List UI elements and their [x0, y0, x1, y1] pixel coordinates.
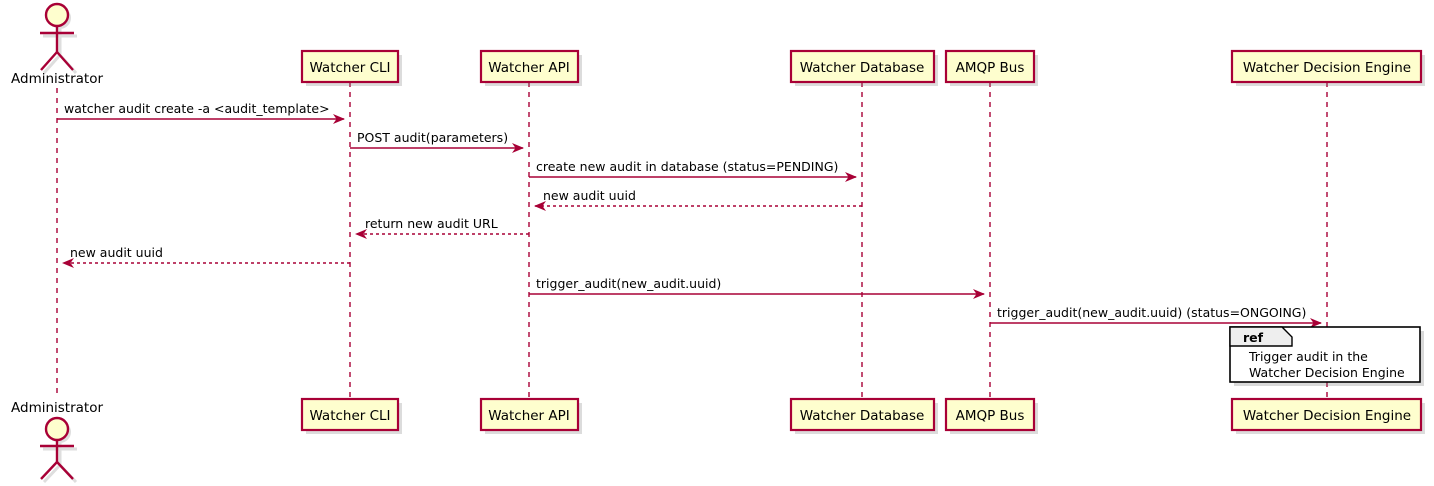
participant-box-watcher-cli-bottom[interactable]: Watcher CLI [300, 397, 402, 434]
participant-label-watcher-decision-engine-bottom: Watcher Decision Engine [1243, 408, 1411, 424]
participant-box-watcher-cli-top[interactable]: Watcher CLI [300, 49, 402, 86]
participant-label-watcher-database-bottom: Watcher Database [800, 408, 925, 424]
message-5-label: return new audit URL [365, 216, 498, 231]
participant-box-watcher-database-top[interactable]: Watcher Database [789, 49, 938, 86]
message-7-label: trigger_audit(new_audit.uuid) [536, 276, 721, 291]
message-1-watcher-audit-create[interactable]: watcher audit create -a <audit_template> [57, 101, 345, 124]
participant-label-amqp-bus-bottom: AMQP Bus [956, 408, 1025, 424]
actor-head-icon [44, 2, 70, 28]
actor-administrator-top[interactable]: Administrator [11, 2, 103, 87]
participant-label-watcher-cli-bottom: Watcher CLI [309, 408, 390, 424]
actor-leg-left-bottom [40, 461, 58, 480]
message-1-label: watcher audit create -a <audit_template> [64, 101, 330, 116]
message-3-create-new-audit[interactable]: create new audit in database (status=PEN… [529, 159, 857, 182]
participant-label-watcher-cli-top: Watcher CLI [309, 60, 390, 76]
participant-box-amqp-bus-bottom[interactable]: AMQP Bus [944, 397, 1038, 434]
participant-label-watcher-api-bottom: Watcher API [488, 408, 570, 424]
message-4-new-audit-uuid[interactable]: new audit uuid [534, 188, 862, 211]
actor-leg-right-bottom [56, 461, 74, 480]
participant-box-watcher-decision-engine-top[interactable]: Watcher Decision Engine [1230, 49, 1425, 86]
actor-label-administrator-top: Administrator [11, 71, 103, 87]
message-6-label: new audit uuid [70, 245, 163, 260]
actor-administrator-bottom[interactable]: Administrator [11, 400, 103, 484]
participant-box-watcher-database-bottom[interactable]: Watcher Database [789, 397, 938, 434]
message-6-new-audit-uuid-to-admin[interactable]: new audit uuid [62, 245, 350, 268]
ref-fragment-box[interactable]: ref Trigger audit in the Watcher Decisio… [1229, 326, 1424, 386]
participant-label-watcher-api-top: Watcher API [488, 60, 570, 76]
participant-label-watcher-database-top: Watcher Database [800, 60, 925, 76]
message-3-label: create new audit in database (status=PEN… [536, 159, 838, 174]
participant-box-watcher-api-top[interactable]: Watcher API [479, 49, 582, 86]
message-2-post-audit[interactable]: POST audit(parameters) [350, 130, 524, 153]
participant-box-watcher-api-bottom[interactable]: Watcher API [479, 397, 582, 434]
actor-leg-left [40, 51, 58, 71]
actor-head-icon-bottom [44, 416, 70, 442]
message-8-label: trigger_audit(new_audit.uuid) (status=ON… [997, 305, 1306, 320]
message-8-trigger-audit-ongoing[interactable]: trigger_audit(new_audit.uuid) (status=ON… [990, 305, 1322, 328]
ref-fragment-line-2: Watcher Decision Engine [1249, 365, 1405, 380]
participant-label-amqp-bus-top: AMQP Bus [956, 60, 1025, 76]
message-2-label: POST audit(parameters) [357, 130, 508, 145]
lifelines-group [56, 82, 1328, 399]
participant-label-watcher-decision-engine-top: Watcher Decision Engine [1243, 60, 1411, 76]
ref-fragment-line-1: Trigger audit in the [1248, 349, 1368, 364]
message-4-label: new audit uuid [543, 188, 636, 203]
message-5-return-new-audit-url[interactable]: return new audit URL [355, 216, 529, 239]
ref-fragment-title: ref [1243, 330, 1264, 345]
participant-box-watcher-decision-engine-bottom[interactable]: Watcher Decision Engine [1230, 397, 1425, 434]
participant-box-amqp-bus-top[interactable]: AMQP Bus [944, 49, 1038, 86]
ref-fragment-header-tab [1229, 326, 1293, 347]
actor-leg-right [56, 51, 74, 71]
message-7-trigger-audit[interactable]: trigger_audit(new_audit.uuid) [529, 276, 985, 299]
actor-label-administrator-bottom: Administrator [11, 400, 103, 416]
